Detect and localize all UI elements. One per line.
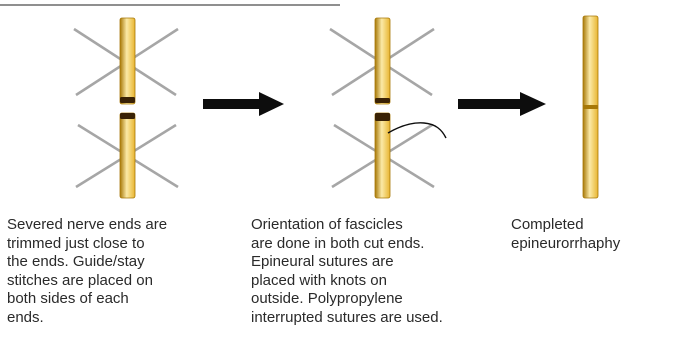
step3-repair-seam <box>583 105 598 109</box>
illustration-panel <box>0 0 675 212</box>
step2-nerve <box>330 18 446 198</box>
step1-nerve <box>74 18 178 198</box>
step3-caption: Completed epineurorrhaphy <box>511 216 675 253</box>
arrow-step2-to-step3 <box>458 92 546 116</box>
step1-caption: Severed nerve ends are trimmed just clos… <box>7 216 247 328</box>
step3-nerve <box>583 16 598 198</box>
arrow-step1-to-step2 <box>203 92 284 116</box>
step2-caption: Orientation of fascicles are done in bot… <box>251 216 511 328</box>
